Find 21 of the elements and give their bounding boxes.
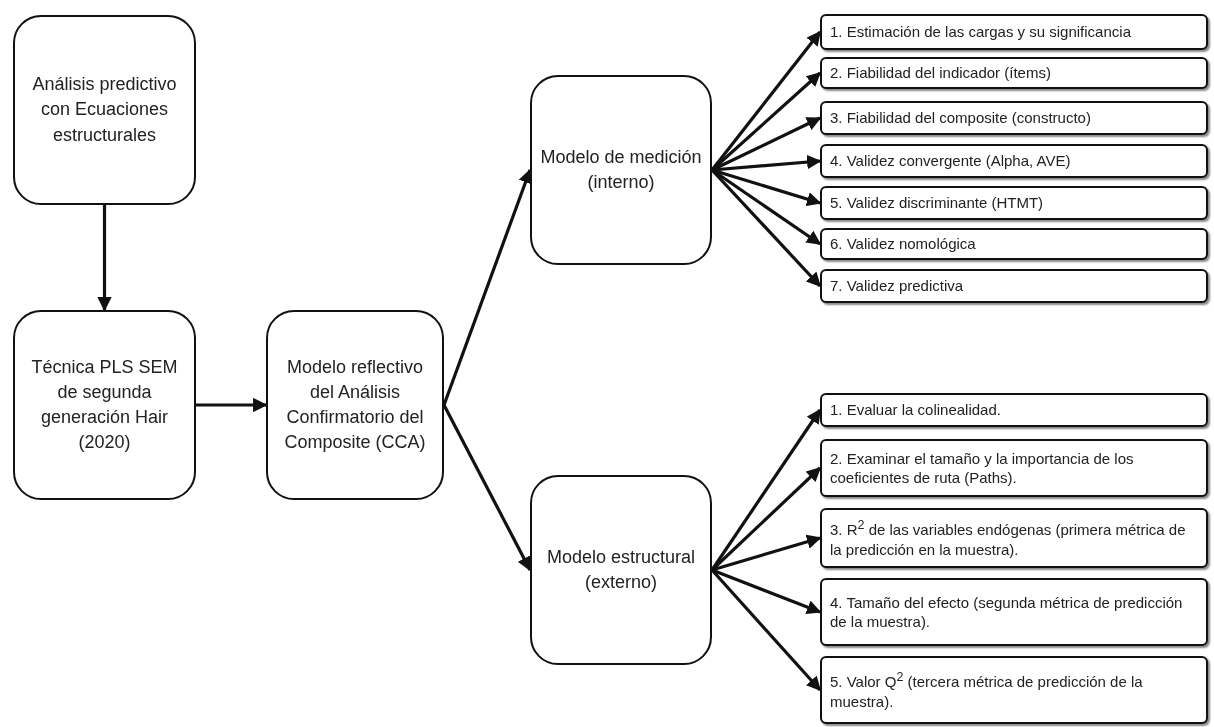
step-box: 3. R$^{2}$ de las variables endógenas (primera métrica de la predicción en la muestra).: [820, 508, 1208, 568]
step-box: 3. Fiabilidad del composite (constructo): [820, 101, 1208, 135]
step-box: 1. Evaluar la colinealidad.: [820, 393, 1208, 427]
step-box: 2. Examinar el tamaño y la importancia de los coeficientes de ruta (Paths).: [820, 439, 1208, 497]
step-box: 5. Valor Q$^{2}$ (tercera métrica de predicción de la muestra).: [820, 656, 1208, 724]
step-box: 5. Validez discriminante (HTMT): [820, 186, 1208, 220]
process-box: Modelo de medición (interno): [530, 75, 712, 265]
arrow: [97, 205, 112, 312]
process-box: Modelo reflectivo del Análisis Confirmatorio del Composite (CCA): [266, 310, 444, 500]
process-box: Modelo estructural (externo): [530, 475, 712, 665]
step-box: 1. Estimación de las cargas y su significancia: [820, 14, 1208, 50]
arrow: [711, 568, 822, 614]
arrow: [442, 404, 532, 572]
step-box: 2. Fiabilidad del indicador (ítems): [820, 57, 1208, 89]
process-box: Análisis predictivo con Ecuaciones estructurales: [13, 15, 196, 205]
process-box: Técnica PLS SEM de segunda generación Hair (2020): [13, 310, 196, 500]
step-box: 4. Tamaño del efecto (segunda métrica de predicción de la muestra).: [820, 578, 1208, 646]
step-box: 4. Validez convergente (Alpha, AVE): [820, 144, 1208, 178]
step-box: 7. Validez predictiva: [820, 269, 1208, 303]
arrow: [196, 397, 268, 413]
step-box: 6. Validez nomológica: [820, 228, 1208, 260]
